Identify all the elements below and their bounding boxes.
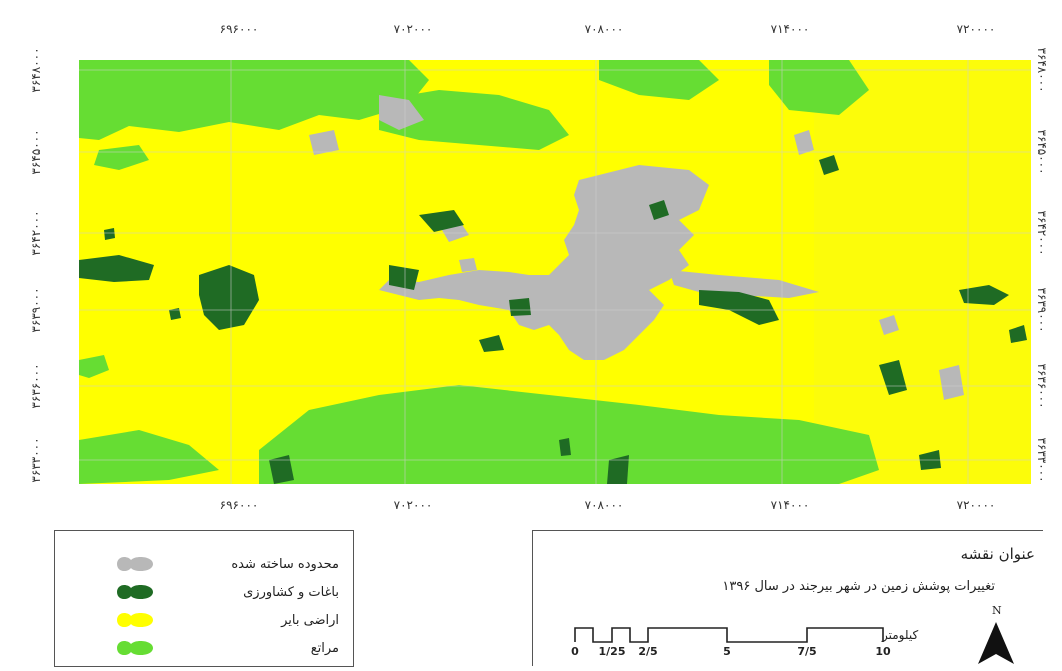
y-tick-label: ۳۶۴۵۰۰۰	[29, 129, 43, 175]
legend-label: مراتع	[310, 640, 339, 656]
x-tick-label: ۷۰۲۰۰۰	[393, 498, 433, 512]
x-tick-label: ۶۹۶۰۰۰	[219, 498, 259, 512]
legend-label: اراضی بایر	[281, 612, 339, 628]
north-arrow-icon	[978, 622, 1014, 664]
x-tick-label: ۷۱۴۰۰۰	[770, 498, 810, 512]
legend-item-barren: اراضی بایر	[281, 607, 339, 633]
scale-number: 7/5	[797, 645, 817, 658]
legend-item-built-up: محدوده ساخته شده	[231, 551, 339, 577]
y-tick-label: ۳۶۴۲۰۰۰	[1035, 210, 1049, 256]
x-tick-label: ۷۰۸۰۰۰	[584, 22, 624, 36]
scale-number: 5	[723, 645, 731, 658]
x-tick-label: ۷۲۰۰۰۰	[956, 498, 996, 512]
y-tick-label: ۳۶۴۸۰۰۰	[1035, 47, 1049, 93]
map-subtitle: تغییرات پوشش زمین در شهر بیرجند در سال ۱…	[722, 579, 995, 594]
x-tick-label: ۶۹۶۰۰۰	[219, 22, 259, 36]
y-tick-label: ۳۶۳۹۰۰۰	[29, 287, 43, 333]
scale-bar	[574, 627, 884, 643]
barren-land-area	[814, 60, 1031, 484]
x-tick-label: ۷۰۸۰۰۰	[584, 498, 624, 512]
legend-label: باغات و کشاورزی	[243, 584, 339, 600]
map-frame: ۶۹۶۰۰۰ ۷۰۲۰۰۰ ۷۰۸۰۰۰ ۷۱۴۰۰۰ ۷۲۰۰۰۰ ۶۹۶۰۰…	[8, 8, 1054, 528]
land-cover-raster	[79, 60, 1031, 484]
built-up-swatch	[117, 556, 153, 572]
y-tick-label: ۳۶۴۲۰۰۰	[29, 210, 43, 256]
rangeland-swatch	[117, 640, 153, 656]
y-tick-label: ۳۶۳۹۰۰۰	[1035, 287, 1049, 333]
orchards-swatch-shape	[117, 584, 153, 600]
rangeland-swatch-shape	[117, 640, 153, 656]
y-tick-label: ۳۶۳۳۰۰۰	[1035, 437, 1049, 483]
scale-bar-line	[574, 627, 884, 643]
built-up-swatch-shape	[117, 556, 153, 572]
scale-number: 0	[571, 645, 579, 658]
legend-item-rangeland: مراتع	[311, 635, 339, 661]
y-tick-label: ۳۶۴۵۰۰۰	[1035, 129, 1049, 175]
x-tick-label: ۷۲۰۰۰۰	[956, 22, 996, 36]
y-tick-label: ۳۶۴۸۰۰۰	[29, 47, 43, 93]
rangeland-areas	[79, 60, 879, 484]
map-grid-lines	[79, 60, 1031, 484]
map-info-box: عنوان نقشه تغییرات پوشش زمین در شهر بیرج…	[532, 530, 1043, 666]
scale-number: 10	[875, 645, 891, 658]
barren-swatch-shape	[117, 612, 153, 628]
y-tick-label: ۳۶۳۶۰۰۰	[29, 363, 43, 409]
orchards-swatch	[117, 584, 153, 600]
barren-swatch	[117, 612, 153, 628]
north-arrow: N	[976, 604, 1016, 664]
legend-label: محدوده ساخته شده	[231, 556, 339, 572]
y-tick-label: ۳۶۳۳۰۰۰	[29, 437, 43, 483]
north-label: N	[992, 604, 1002, 617]
y-tick-label: ۳۶۳۶۰۰۰	[1035, 363, 1049, 409]
legend-item-orchards: باغات و کشاورزی	[243, 579, 339, 605]
land-cover-map	[79, 60, 1031, 484]
map-legend: محدوده ساخته شده باغات و کشاورزی اراضی ب…	[54, 530, 354, 667]
scale-unit-label: کیلومتر	[882, 628, 919, 642]
x-tick-label: ۷۰۲۰۰۰	[393, 22, 433, 36]
map-title: عنوان نقشه	[960, 545, 1035, 563]
built-up-areas	[309, 95, 964, 400]
x-tick-label: ۷۱۴۰۰۰	[770, 22, 810, 36]
scale-number: 1/25	[598, 645, 626, 658]
north-arrow-shape	[978, 622, 1014, 664]
scale-number: 2/5	[638, 645, 658, 658]
